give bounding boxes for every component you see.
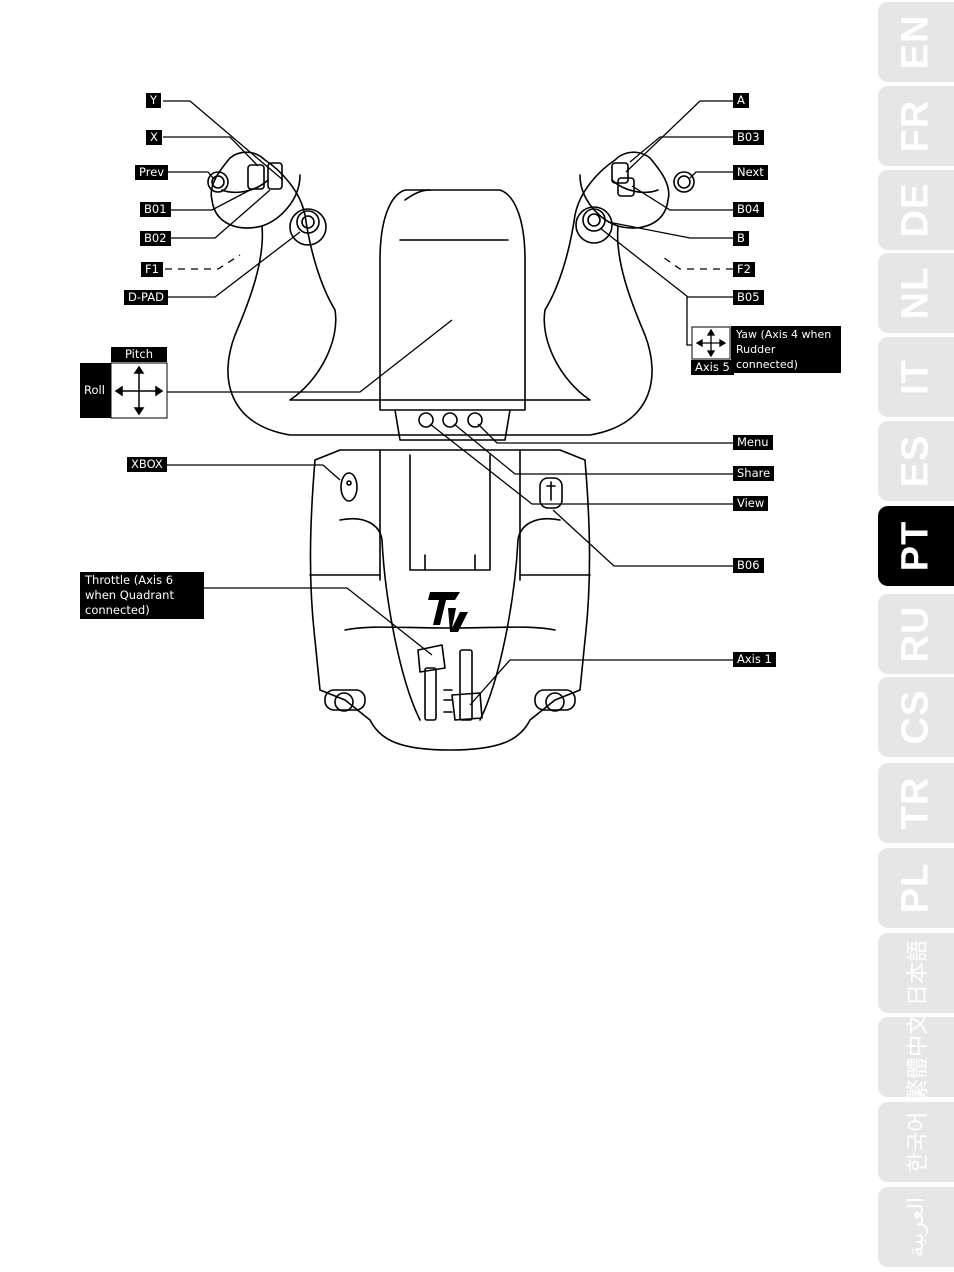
tab-label: 繁體中文	[905, 1017, 930, 1097]
tab-en[interactable]: EN	[878, 2, 954, 82]
yoke-wheel-outline	[210, 151, 670, 436]
label-f1: F1	[141, 262, 163, 277]
label-b05: B05	[733, 290, 764, 305]
label-y: Y	[146, 93, 162, 108]
label-menu: Menu	[733, 435, 773, 450]
label-axis5: Axis 5	[691, 360, 734, 375]
label-b: B	[733, 231, 749, 246]
base-body	[309, 449, 591, 751]
tab-tr[interactable]: TR	[878, 763, 954, 843]
tab-label: RU	[894, 605, 937, 663]
tab-fr[interactable]: FR	[878, 86, 954, 166]
view-button-shape	[418, 412, 434, 428]
xbox-button-shape	[340, 472, 358, 502]
roll-pitch-arrows-icon	[114, 365, 164, 416]
tab-ja[interactable]: 日本語	[878, 933, 954, 1013]
tab-it[interactable]: IT	[878, 337, 954, 417]
tab-pl[interactable]: PL	[878, 848, 954, 928]
label-roll: Roll	[80, 363, 111, 418]
yaw-arrows-icon	[695, 328, 727, 358]
tab-nl[interactable]: NL	[878, 253, 954, 333]
tab-zh-tw[interactable]: 繁體中文	[878, 1017, 954, 1097]
label-b01: B01	[140, 202, 171, 217]
tab-cs[interactable]: CS	[878, 677, 954, 757]
label-view: View	[733, 496, 769, 511]
label-x: X	[146, 130, 162, 145]
label-b03: B03	[733, 130, 764, 145]
center-column	[379, 189, 526, 411]
tab-label: IT	[894, 359, 937, 395]
tab-pt[interactable]: PT	[878, 506, 954, 586]
share-button-shape	[442, 412, 458, 428]
tab-de[interactable]: DE	[878, 170, 954, 250]
tab-label: DE	[894, 182, 937, 238]
label-axis1: Axis 1	[733, 652, 776, 667]
tab-label: NL	[894, 266, 937, 320]
tab-label: CS	[894, 689, 937, 745]
label-yaw: Yaw (Axis 4 when Rudder connected)	[731, 326, 841, 373]
label-f2: F2	[733, 262, 755, 277]
label-share: Share	[733, 466, 775, 481]
tab-ru[interactable]: RU	[878, 594, 954, 674]
tab-ar[interactable]: العربية	[878, 1187, 954, 1267]
label-b04: B04	[733, 202, 764, 217]
tab-ko[interactable]: 한국어	[878, 1102, 954, 1182]
menu-button-shape	[467, 412, 483, 428]
tab-es[interactable]: ES	[878, 421, 954, 501]
yoke-diagram	[110, 100, 733, 751]
tab-label: 한국어	[905, 1111, 930, 1173]
thrustmaster-logo-icon	[428, 592, 468, 632]
label-b02: B02	[140, 231, 171, 246]
tab-label: PL	[894, 862, 937, 914]
tab-label: TR	[894, 776, 937, 830]
tab-label: PT	[894, 520, 937, 572]
label-pitch: Pitch	[111, 347, 167, 362]
label-throttle: Throttle (Axis 6 when Quadrant connected…	[80, 572, 204, 619]
tab-label: FR	[894, 99, 937, 153]
label-prev: Prev	[135, 165, 169, 180]
tab-label: 日本語	[905, 939, 930, 1007]
language-tabs: EN FR DE NL IT ES PT RU CS TR PL 日本語 繁體中…	[878, 0, 954, 1272]
label-next: Next	[733, 165, 768, 180]
tab-label: ES	[894, 434, 937, 488]
label-xbox: XBOX	[127, 457, 167, 472]
label-b06: B06	[733, 558, 764, 573]
tab-label: العربية	[903, 1196, 928, 1258]
label-a: A	[733, 93, 749, 108]
tab-label: EN	[894, 14, 937, 70]
label-dpad: D-PAD	[124, 290, 168, 305]
